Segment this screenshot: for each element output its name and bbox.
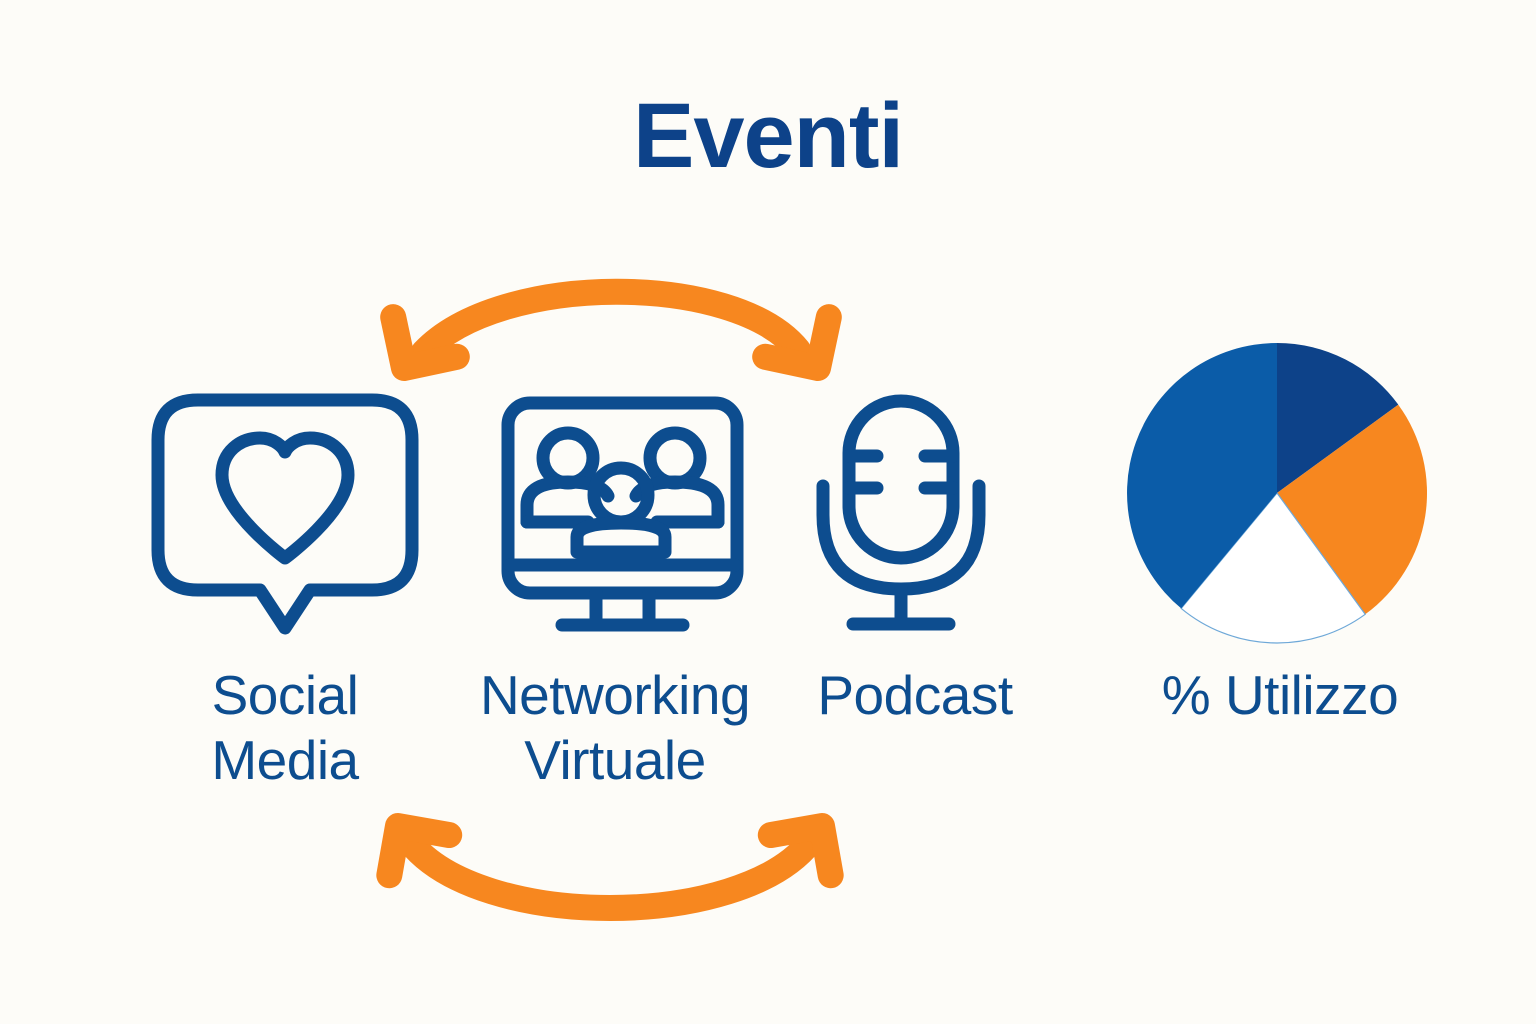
curved-double-arrow-down-icon: [376, 813, 844, 921]
pie-slices: [1127, 343, 1428, 644]
page-title: Eventi: [632, 85, 904, 187]
utilizzo-pie-chart[interactable]: [1117, 333, 1437, 653]
pie-slice-3: [1127, 343, 1277, 609]
microphone-icon: [816, 394, 986, 631]
speech-bubble-heart-icon: [151, 393, 419, 635]
networking-virtuale-icon-block[interactable]: [500, 395, 745, 640]
networking-virtuale-label: Networking Virtuale: [479, 664, 751, 791]
pie-slice-0: [1277, 343, 1399, 493]
curved-double-arrow-up-icon: [380, 278, 842, 381]
utilizzo-label: % Utilizzo: [1161, 664, 1399, 726]
pie-slice-2: [1180, 492, 1367, 644]
monitor-people-icon: [501, 396, 744, 632]
podcast-label: Podcast: [817, 664, 1013, 726]
social-media-icon-block[interactable]: [150, 390, 420, 650]
social-media-label: Social Media: [211, 664, 359, 791]
pie-slice-1: [1277, 404, 1428, 615]
podcast-icon-block[interactable]: [815, 393, 1015, 643]
